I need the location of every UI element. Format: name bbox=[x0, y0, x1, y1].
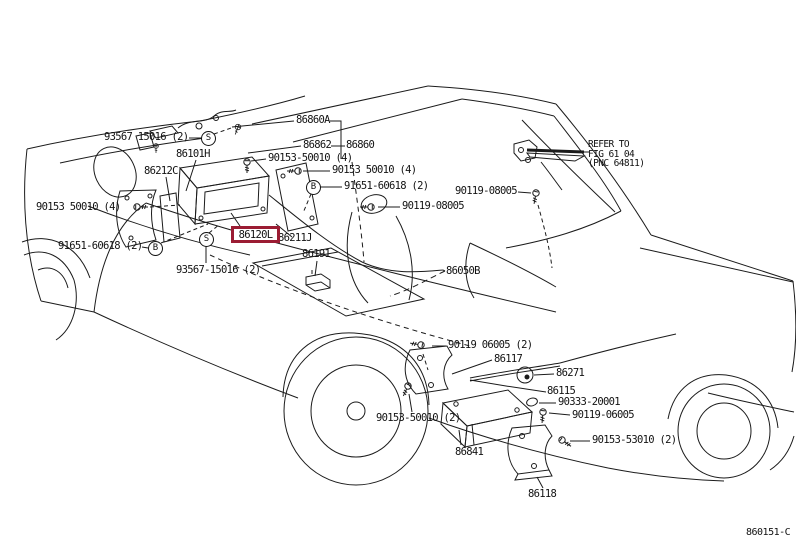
part-label-90119-08005-left: 90119-08005 bbox=[402, 200, 465, 212]
bolt-icon bbox=[530, 188, 541, 205]
fastener-symbol-b: B bbox=[148, 241, 163, 256]
part-label-90119-08005-right: 90119-08005 bbox=[455, 185, 518, 197]
refer-note-line-1: REFER TO bbox=[588, 139, 630, 150]
fastener-symbol-s: S bbox=[199, 232, 214, 247]
bolt-icon bbox=[133, 203, 149, 211]
refer-note-line-3: (PNC 64811) bbox=[588, 158, 645, 169]
figure-code: 860151-C bbox=[746, 527, 791, 538]
part-label-86115: 86115 bbox=[547, 385, 576, 397]
part-label-86211j: 86211J bbox=[278, 232, 312, 244]
part-label-86118: 86118 bbox=[528, 488, 557, 500]
antenna-assembly-drawing bbox=[135, 109, 242, 154]
part-label-90119-06005-2: 90119 06005 (2) bbox=[448, 339, 533, 351]
part-label-91651-60618-left: 91651-60618 (2) bbox=[58, 240, 143, 252]
connector-86191-drawing bbox=[305, 270, 331, 292]
part-label-91651-60618-right: 91651-60618 (2) bbox=[344, 180, 429, 192]
part-label-86860: 86860 bbox=[346, 139, 375, 151]
radio-unit-drawing bbox=[177, 156, 270, 226]
part-label-86191: 86191 bbox=[302, 248, 331, 260]
bolt-icon bbox=[286, 167, 302, 175]
screw-icon bbox=[232, 123, 242, 136]
part-label-90153-50010-4-upper: 90153-50010 (4) bbox=[268, 152, 353, 164]
part-label-90153-50010-4-left: 90153 50010 (4) bbox=[36, 201, 121, 213]
bracket-86118-drawing bbox=[507, 424, 553, 481]
leader-lines bbox=[141, 120, 590, 489]
bolt-icons bbox=[133, 158, 574, 450]
fastener-symbol-s: S bbox=[201, 131, 216, 146]
part-label-86271: 86271 bbox=[556, 367, 585, 379]
part-label-86841: 86841 bbox=[455, 446, 484, 458]
part-label-90119-06005: 90119-06005 bbox=[572, 409, 635, 421]
part-label-90153-50010-4-mid: 90153 50010 (4) bbox=[332, 164, 417, 176]
car-body-outline bbox=[21, 85, 796, 486]
refer-note: REFER TO FIG 61 04 (PNC 64811) bbox=[588, 139, 645, 169]
part-label-86862: 86862 bbox=[303, 139, 332, 151]
amplifier-drawing bbox=[440, 389, 534, 449]
bolt-icon bbox=[409, 339, 426, 350]
part-label-90153-53010-2: 90153-53010 (2) bbox=[592, 434, 677, 446]
mounting-brackets-drawing bbox=[116, 162, 319, 248]
part-label-86860a: 86860A bbox=[296, 114, 330, 126]
antenna-cord-drawing bbox=[268, 194, 677, 382]
plug-90333-drawing bbox=[526, 397, 538, 407]
part-label-86212c: 86212C bbox=[144, 165, 178, 177]
part-label-93567-15016-bottom: 93567-15016 (2) bbox=[176, 264, 261, 276]
part-label-90333-20001: 90333-20001 bbox=[558, 396, 621, 408]
part-label-86117: 86117 bbox=[494, 353, 523, 365]
grommet-86271-drawing bbox=[516, 366, 534, 384]
part-label-86101h: 86101H bbox=[176, 148, 210, 160]
bolt-icon bbox=[399, 381, 413, 398]
bolt-icon bbox=[243, 158, 251, 174]
highlighted-part-label: 86120L bbox=[238, 228, 273, 241]
refer-note-line-2: FIG 61 04 bbox=[588, 148, 635, 160]
part-label-93567-15016-top: 93567 15016 (2) bbox=[104, 131, 189, 143]
highlighted-part-box: 86120L bbox=[231, 226, 280, 243]
part-label-90153-50010-2: 90153-50010 (2) bbox=[376, 412, 461, 424]
fastener-symbol-b: B bbox=[306, 180, 321, 195]
bolt-icon bbox=[557, 435, 574, 450]
bracket-86117-drawing bbox=[404, 345, 453, 395]
part-label-86050b: 86050B bbox=[446, 265, 480, 277]
interior-lines bbox=[87, 146, 557, 317]
rear-glass-antenna-drawing bbox=[513, 139, 586, 269]
bolt-icon bbox=[538, 408, 547, 424]
